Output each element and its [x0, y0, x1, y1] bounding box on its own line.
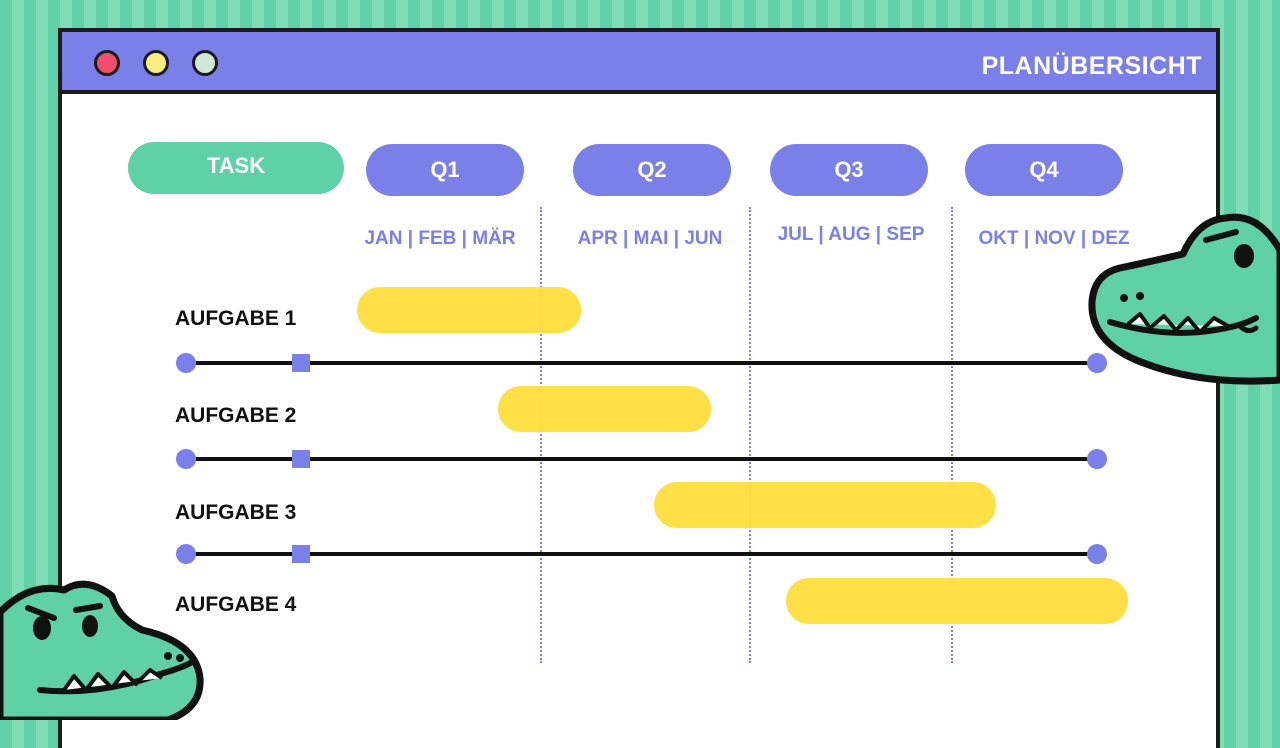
- minimize-window-button[interactable]: [143, 50, 169, 76]
- timeline-milestone-marker[interactable]: [292, 450, 310, 468]
- timeline-start-marker[interactable]: [176, 544, 196, 564]
- timeline-track: [186, 457, 1106, 461]
- task-column-header: TASK: [128, 142, 344, 194]
- task-label-1: AUFGABE 1: [175, 307, 297, 330]
- months-q4: OKT | NOV | DEZ: [978, 228, 1130, 249]
- timeline-start-marker[interactable]: [176, 353, 196, 373]
- task-bar-3[interactable]: [654, 482, 996, 528]
- months-q3: JUL | AUG | SEP: [777, 224, 925, 245]
- close-window-button[interactable]: [94, 50, 120, 76]
- timeline-track: [186, 552, 1096, 556]
- quarter-header-q2: Q2: [573, 144, 731, 196]
- window-title: PLANÜBERSICHT: [981, 52, 1202, 80]
- crocodile-mascot-icon: [0, 580, 204, 720]
- task-label-2: AUFGABE 2: [175, 404, 297, 427]
- timeline-milestone-marker[interactable]: [292, 354, 310, 372]
- months-q2: APR | MAI | JUN: [577, 228, 723, 249]
- quarter-header-q4: Q4: [965, 144, 1123, 196]
- timeline-start-marker[interactable]: [176, 449, 196, 469]
- task-label-4: AUFGABE 4: [175, 593, 297, 616]
- timeline-end-marker[interactable]: [1087, 353, 1107, 373]
- task-label-3: AUFGABE 3: [175, 501, 297, 524]
- task-bar-4[interactable]: [786, 578, 1128, 624]
- timeline-end-marker[interactable]: [1087, 449, 1107, 469]
- crocodile-mascot-icon: [1088, 213, 1280, 385]
- task-bar-1[interactable]: [357, 287, 581, 333]
- quarter-header-q3: Q3: [770, 144, 928, 196]
- timeline-milestone-marker[interactable]: [292, 545, 310, 563]
- task-bar-2[interactable]: [498, 386, 711, 432]
- app-window: PLANÜBERSICHT TASK Q1 Q2 Q3 Q4 JAN | FEB…: [58, 28, 1220, 748]
- timeline-track: [186, 361, 1096, 365]
- title-bar: PLANÜBERSICHT: [62, 32, 1216, 94]
- quarter-header-q1: Q1: [366, 144, 524, 196]
- quarter-divider: [951, 207, 953, 663]
- timeline-end-marker[interactable]: [1087, 544, 1107, 564]
- quarter-divider: [749, 207, 751, 663]
- months-q1: JAN | FEB | MÄR: [364, 228, 516, 249]
- maximize-window-button[interactable]: [192, 50, 218, 76]
- quarter-divider: [540, 207, 542, 663]
